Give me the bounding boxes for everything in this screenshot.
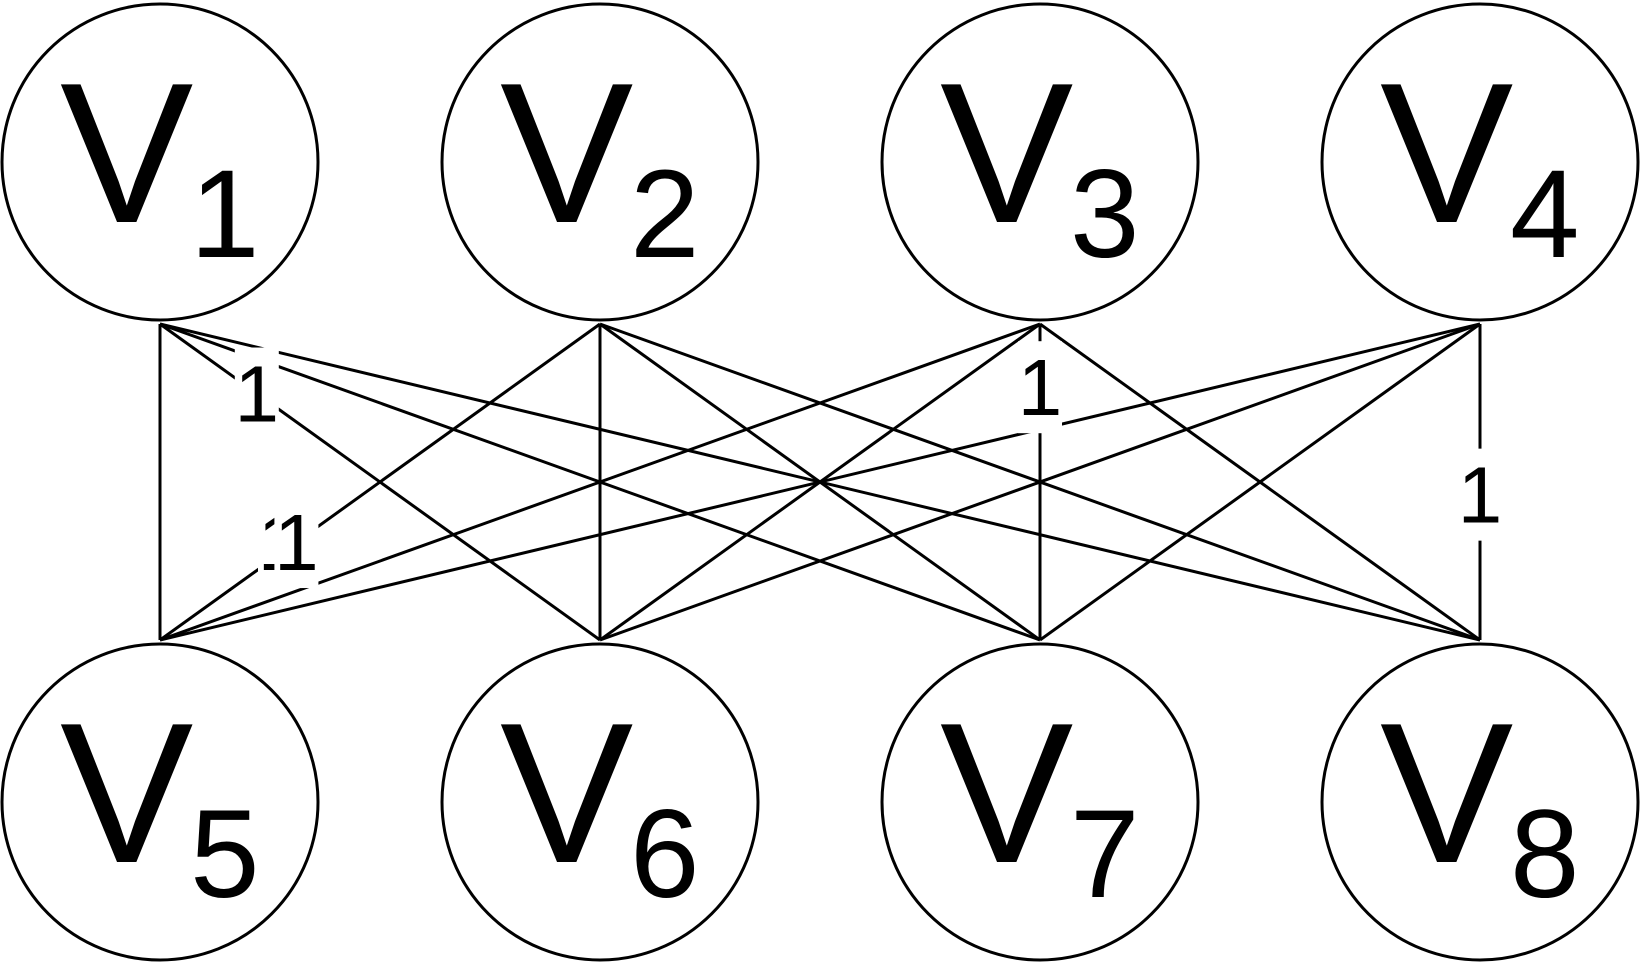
node-v7: V7 — [880, 642, 1200, 962]
node-v6: V6 — [440, 642, 760, 962]
edge-v4-v7 — [1039, 322, 1481, 642]
edge-weight-background — [1018, 341, 1062, 434]
edge-v4-v6 — [599, 322, 1481, 642]
node-circle — [0, 642, 320, 962]
edge-weight-label: 1 — [1458, 448, 1503, 541]
node-v2: V2 — [440, 2, 760, 322]
node-label-subscript: 8 — [1510, 785, 1580, 924]
node-label-letter: V — [500, 682, 633, 905]
edge-v4-v5 — [159, 322, 1481, 642]
edge-weight-text: 1 — [1458, 451, 1503, 540]
edge-weight-text: 1 — [274, 498, 319, 587]
node-circle — [440, 2, 760, 322]
node-label-subscript: 6 — [630, 785, 700, 924]
node-circle — [1320, 2, 1640, 322]
node-label-subscript: 7 — [1070, 785, 1140, 924]
edge-weight-background — [274, 496, 319, 589]
node-circle — [1320, 642, 1640, 962]
edge-labels-layer: 11111 — [234, 341, 1503, 589]
node-v8: V8 — [1320, 642, 1640, 962]
node-label-letter: V — [1380, 682, 1513, 905]
edge-weight-label: 1 — [274, 496, 319, 589]
node-v1: V1 — [0, 2, 320, 322]
node-label-subscript: 2 — [630, 145, 700, 284]
node-label-subscript: 4 — [1510, 145, 1580, 284]
node-circle — [880, 2, 1200, 322]
edge-weight-text: 1 — [235, 350, 280, 439]
node-v4: V4 — [1320, 2, 1640, 322]
node-label-letter: V — [1380, 42, 1513, 265]
edge-weight-background — [234, 347, 279, 440]
node-label-subscript: 3 — [1070, 145, 1140, 284]
edges-layer — [158, 322, 1482, 642]
node-label-letter: V — [500, 42, 633, 265]
node-label-subscript: 5 — [190, 785, 260, 924]
node-v3: V3 — [880, 2, 1200, 322]
node-label-subscript: 1 — [190, 145, 260, 284]
node-label-letter: V — [60, 42, 193, 265]
node-circle — [440, 642, 760, 962]
edge-weight-label: 1 — [234, 347, 280, 440]
node-label-letter: V — [60, 682, 193, 905]
node-circle — [880, 642, 1200, 962]
edge-weight-text: 1 — [1018, 343, 1063, 432]
node-circle — [0, 2, 320, 322]
edge-weight-background — [1458, 448, 1502, 541]
edge-weight-label: 1 — [1018, 341, 1063, 434]
node-label-letter: V — [940, 682, 1073, 905]
edge-v2-v5 — [159, 322, 601, 642]
node-v5: V5 — [0, 642, 320, 962]
node-label-letter: V — [940, 42, 1073, 265]
